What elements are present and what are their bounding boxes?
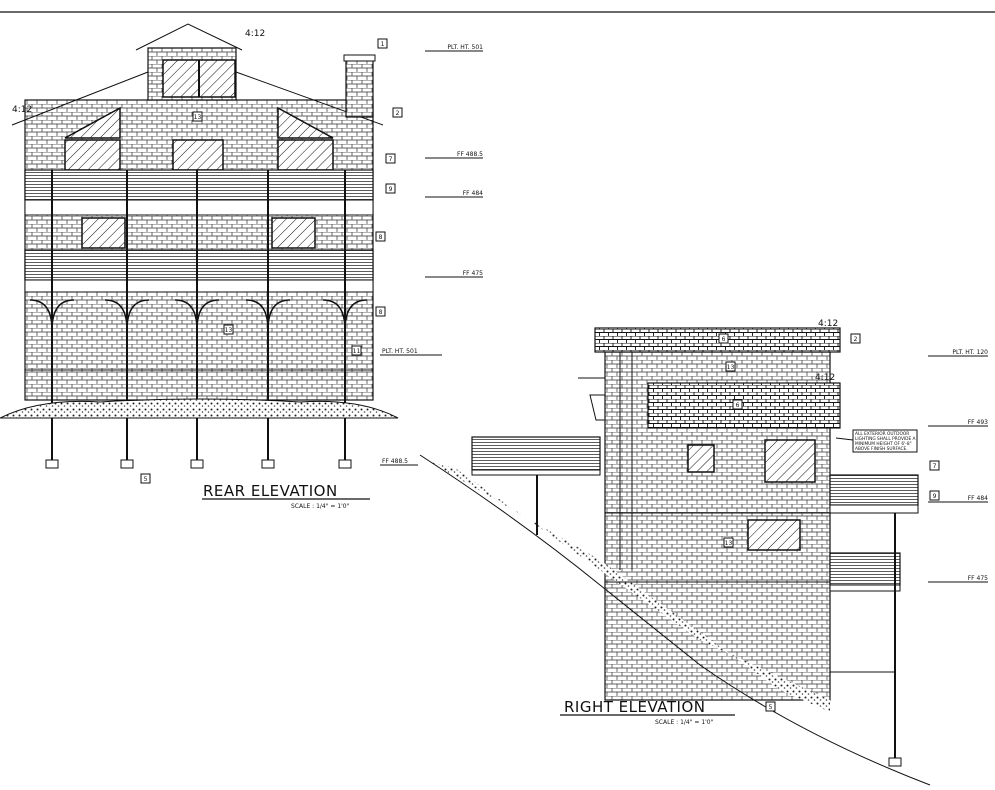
svg-text:5: 5 xyxy=(769,704,773,711)
right-window-small xyxy=(687,444,715,473)
svg-text:9: 9 xyxy=(933,493,937,500)
upper-deck-band xyxy=(24,199,374,216)
right-deck-railing xyxy=(829,474,919,506)
slope-line xyxy=(419,454,931,786)
slope-hatch xyxy=(430,462,830,712)
roof-pitch-main: 4:12 xyxy=(12,105,32,115)
chimney-cap xyxy=(343,54,376,62)
svg-text:FF 484: FF 484 xyxy=(463,190,483,197)
svg-text:6: 6 xyxy=(736,402,740,409)
svg-text:FF 488.5: FF 488.5 xyxy=(457,151,483,158)
svg-text:PLT. HT. 501: PLT. HT. 501 xyxy=(447,44,483,51)
right-window-large xyxy=(764,439,816,483)
right-callouts: 6 2 6 13 13 7 9 5 xyxy=(718,333,940,712)
footings xyxy=(45,459,352,469)
roof-bracket xyxy=(578,377,606,421)
mid-deck-railing xyxy=(24,249,374,281)
svg-text:FF 475: FF 475 xyxy=(968,575,988,582)
svg-text:FF 488.5: FF 488.5 xyxy=(382,458,408,465)
right-level-markers: PLT. HT. 120 FF 493 FF 484 FF 475 FF 488… xyxy=(380,349,988,583)
svg-text:6: 6 xyxy=(722,336,726,343)
window-center xyxy=(172,139,224,171)
window-right xyxy=(277,139,334,171)
rear-elevation: 4:12 4:12 PLT. HT. 501 FF 488.5 FF 484 F… xyxy=(0,23,483,510)
lower-deck-railing xyxy=(829,552,901,586)
svg-text:1: 1 xyxy=(381,41,385,48)
svg-text:13: 13 xyxy=(194,114,202,121)
roof-pitch-upper: 4:12 xyxy=(245,29,265,39)
svg-text:8: 8 xyxy=(379,234,383,241)
upper-gable-roof xyxy=(135,23,243,51)
ground-hatch xyxy=(0,398,399,419)
svg-text:ALL EXTERIOR OUTDOOR: ALL EXTERIOR OUTDOOR xyxy=(855,431,909,437)
right-elevation-title: RIGHT ELEVATION xyxy=(564,698,706,716)
svg-text:13: 13 xyxy=(725,540,733,547)
chimney xyxy=(345,56,374,118)
rear-level-markers: PLT. HT. 501 FF 488.5 FF 484 FF 475 PLT.… xyxy=(380,44,483,356)
window-left xyxy=(64,139,121,171)
svg-text:MINIMUM HEIGHT OF 6'-8": MINIMUM HEIGHT OF 6'-8" xyxy=(855,441,912,447)
svg-text:FF 493: FF 493 xyxy=(968,419,988,426)
transom-right xyxy=(277,106,334,139)
svg-text:5: 5 xyxy=(144,476,148,483)
upper-deck-railing xyxy=(24,169,374,201)
mid-window-right xyxy=(271,217,316,249)
svg-text:FF 475: FF 475 xyxy=(463,270,483,277)
svg-text:FF 484: FF 484 xyxy=(968,495,988,502)
svg-text:8: 8 xyxy=(379,309,383,316)
right-window-lower xyxy=(747,519,801,551)
svg-text:13: 13 xyxy=(225,327,233,334)
svg-text:7: 7 xyxy=(933,463,937,470)
right-elevation-scale: SCALE : 1/4" = 1'0" xyxy=(655,719,714,726)
svg-text:9: 9 xyxy=(389,186,393,193)
right-elevation: 4:12 4:12 PLT. HT. 120 FF 493 FF 484 FF … xyxy=(380,319,988,790)
left-deck-railing xyxy=(471,436,601,471)
upper-roof xyxy=(594,327,841,353)
svg-text:PLT. HT. 501: PLT. HT. 501 xyxy=(382,348,418,355)
svg-text:ABOVE FINISH SURFACE.: ABOVE FINISH SURFACE. xyxy=(855,446,908,452)
rear-elevation-scale: SCALE : 1/4" = 1'0" xyxy=(291,503,350,510)
svg-text:11: 11 xyxy=(353,348,361,355)
main-roof-left xyxy=(11,71,149,126)
lighting-note: ALL EXTERIOR OUTDOOR LIGHTING SHALL PROV… xyxy=(835,429,918,453)
svg-text:2: 2 xyxy=(396,110,400,117)
svg-text:13: 13 xyxy=(727,364,735,371)
mid-deck-band xyxy=(24,279,374,293)
svg-text:PLT. HT. 120: PLT. HT. 120 xyxy=(952,349,988,356)
lower-roof xyxy=(647,382,841,429)
svg-text:7: 7 xyxy=(389,156,393,163)
mid-window-left xyxy=(81,217,126,249)
transom-left xyxy=(64,106,121,139)
svg-text:LIGHTING SHALL PROVIDE A: LIGHTING SHALL PROVIDE A xyxy=(855,436,916,442)
roof-pitch-upper: 4:12 xyxy=(818,319,838,329)
svg-text:2: 2 xyxy=(854,336,858,343)
rear-elevation-title: REAR ELEVATION xyxy=(203,482,338,500)
rear-callouts: 1 2 7 9 8 8 11 13 13 5 xyxy=(140,38,403,484)
roof-pitch-lower: 4:12 xyxy=(815,373,835,383)
